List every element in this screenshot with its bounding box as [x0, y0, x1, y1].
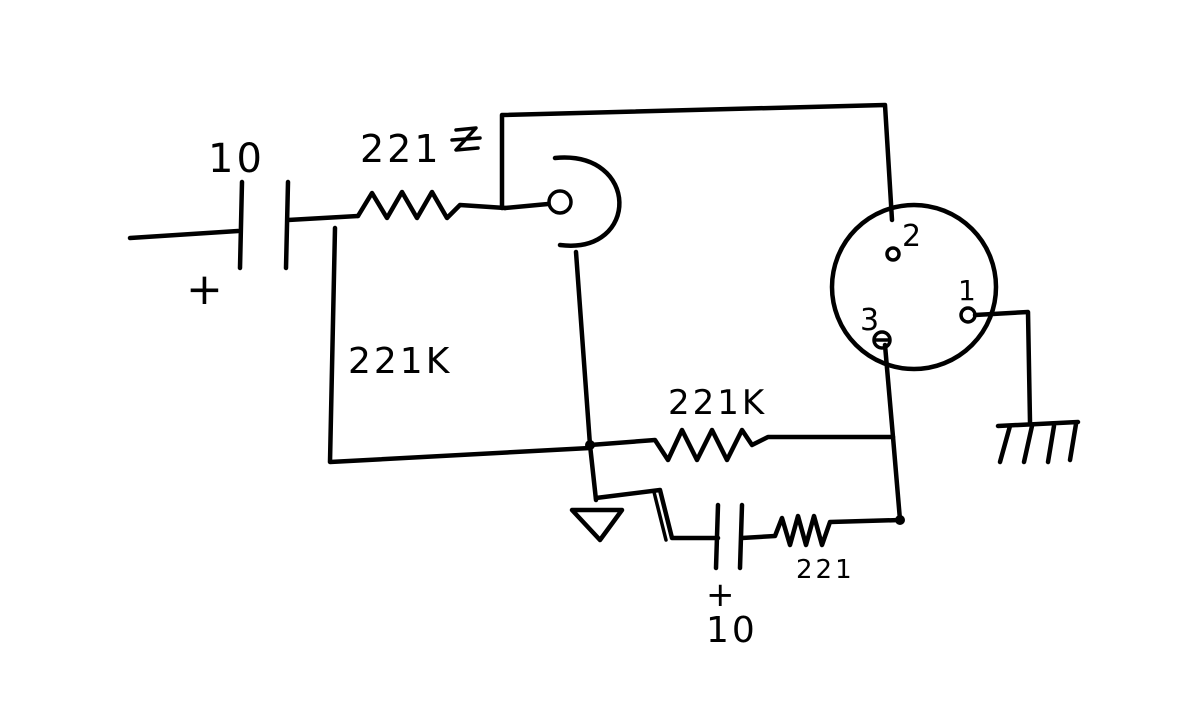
series-resistor	[355, 189, 508, 221]
xlr-pin-3-label: 3	[860, 303, 882, 338]
input-cap-polarity-label: +	[186, 264, 226, 315]
scribble-mark	[450, 126, 482, 152]
bottom-rc-branch	[593, 487, 905, 571]
input-jack	[547, 155, 622, 248]
shunt-resistor-label: 221K	[348, 341, 452, 382]
jack-tip-wire	[502, 201, 551, 211]
input-cap-value-label: 10	[208, 136, 265, 182]
series-resistor-label: 221	[360, 127, 442, 171]
earth-ground	[972, 309, 1081, 465]
input-capacitor	[127, 179, 361, 271]
xlr-pin-2-label: 2	[902, 219, 924, 254]
xlr-pin-1-label: 1	[958, 274, 979, 307]
ground-symbol	[569, 442, 625, 543]
bottom-cap-value-label: 10	[706, 610, 758, 651]
right-wire	[882, 342, 903, 523]
bottom-resistor-label: 221	[796, 555, 855, 585]
top-wire	[499, 102, 895, 223]
xlr-connector	[829, 202, 999, 372]
bottom-cap-polarity-label: +	[706, 575, 738, 615]
feedback-resistor	[585, 427, 896, 463]
jack-sleeve-wire	[573, 249, 593, 448]
shunt-wire	[327, 225, 593, 465]
feedback-resistor-label: 221K	[668, 383, 767, 423]
